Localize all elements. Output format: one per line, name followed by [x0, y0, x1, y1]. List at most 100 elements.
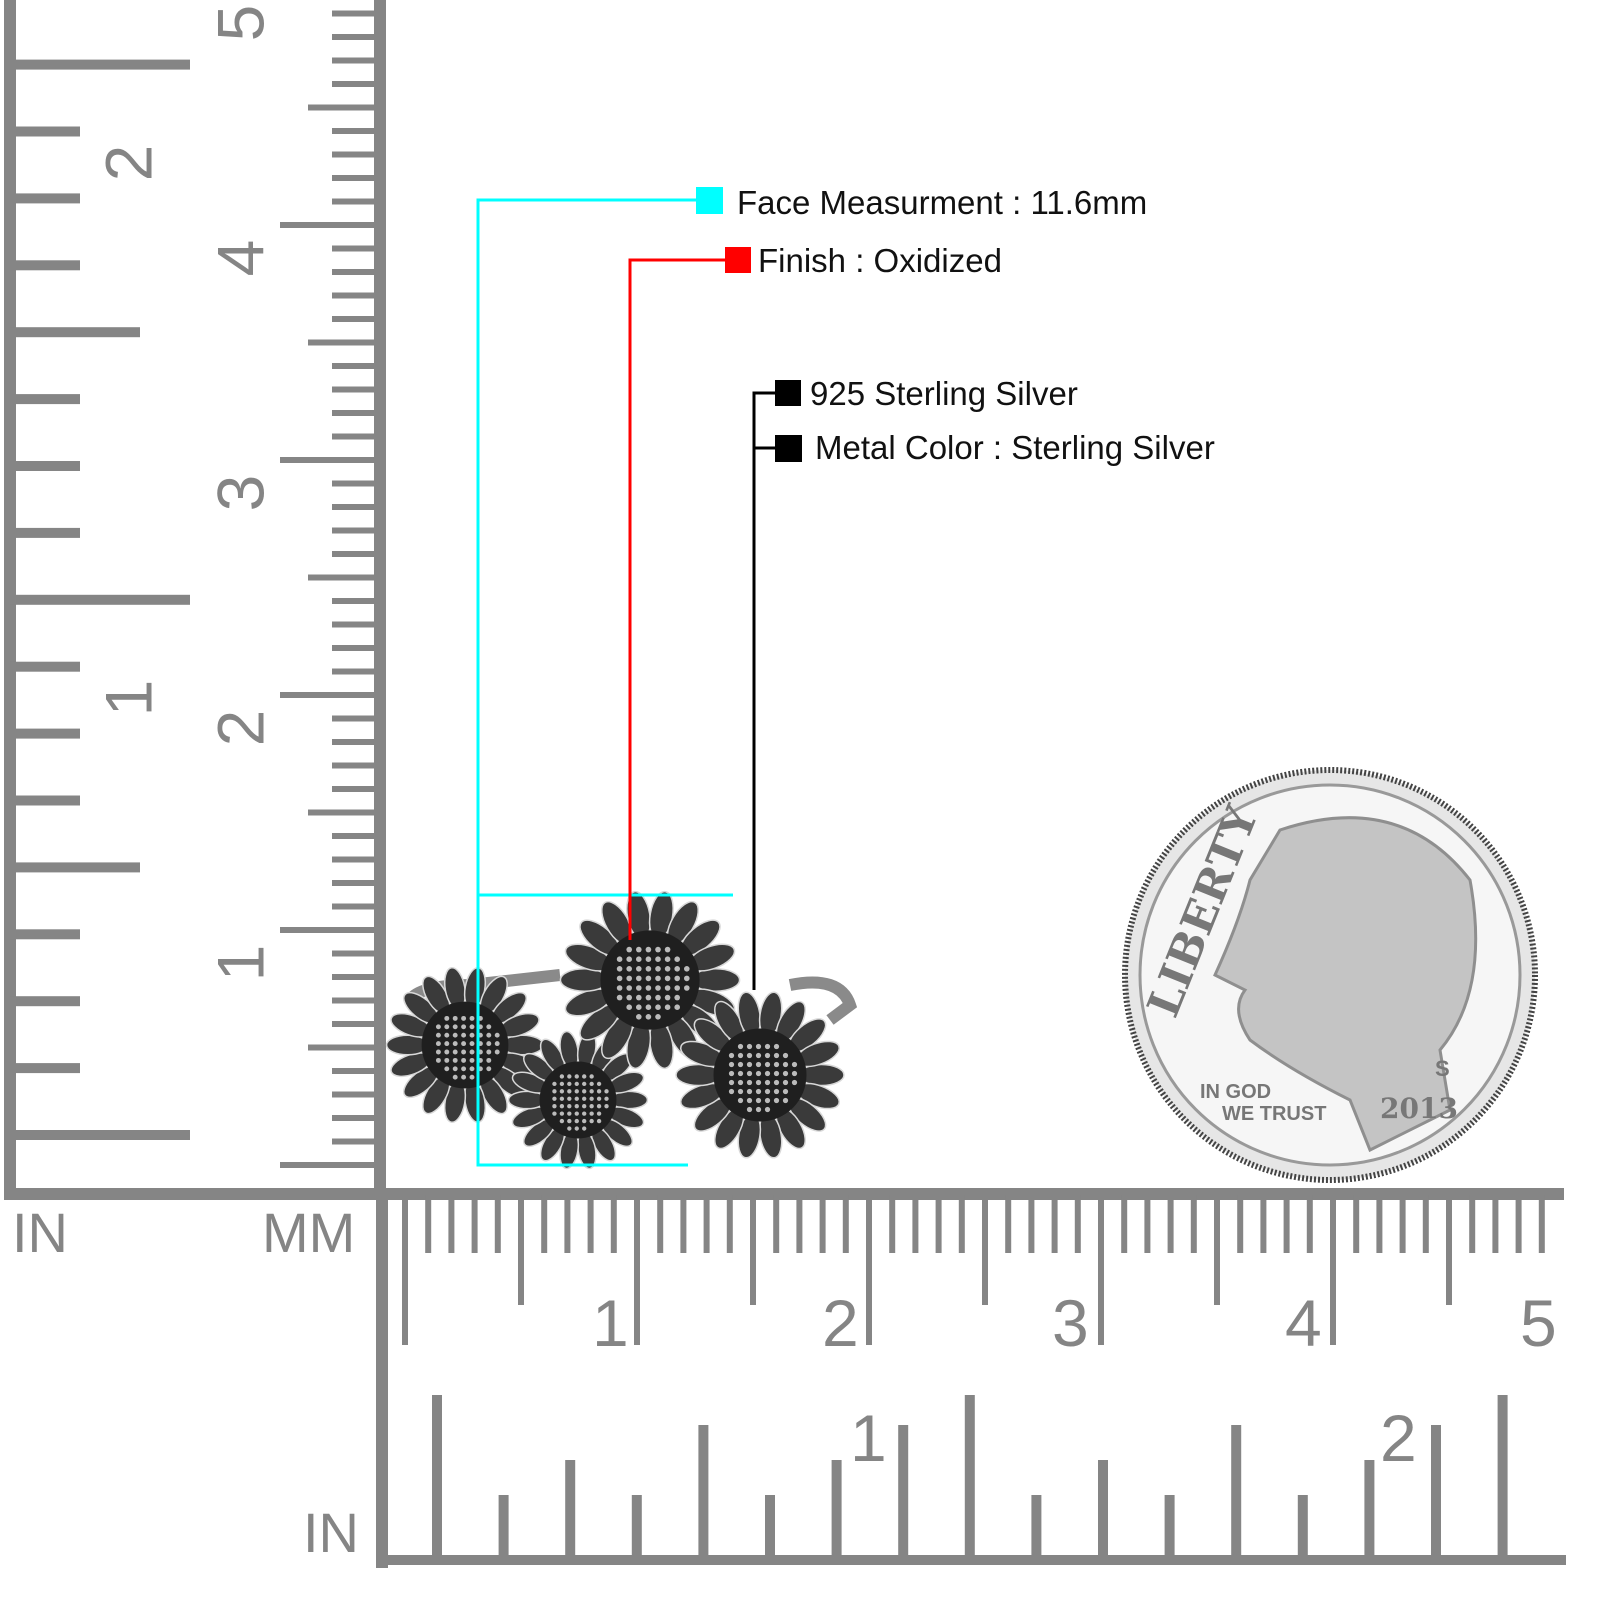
seed-dot — [469, 1066, 475, 1072]
seed-dot — [684, 985, 690, 991]
vertical-mm-tick — [332, 1091, 380, 1098]
vertical-mm-tick — [332, 739, 380, 745]
vertical-mm-tick — [308, 339, 380, 346]
seed-dot — [494, 1032, 500, 1038]
horizontal-inch-tick — [698, 1425, 709, 1555]
horizontal-inch-tick — [831, 1460, 842, 1555]
seed-dot — [574, 1081, 579, 1087]
seed-dot — [574, 1104, 579, 1109]
bottom-ruler-bottom-edge — [376, 1555, 1566, 1565]
seed-dot — [664, 975, 671, 982]
vertical-mm-tick — [332, 715, 380, 722]
seed-dot — [452, 1024, 458, 1030]
seed-dot — [589, 1081, 594, 1087]
horizontal-mm-tick — [494, 1195, 501, 1253]
bottom-ruler-left-edge — [376, 1188, 388, 1568]
vertical-mm-tick — [332, 386, 380, 393]
vertical-mm-label: 3 — [203, 474, 278, 512]
seed-dot — [435, 1032, 441, 1038]
vertical-inch-tick — [10, 59, 190, 70]
horizontal-mm-tick — [1330, 1195, 1336, 1345]
seed-dot — [559, 1074, 565, 1079]
seed-dot — [552, 1089, 557, 1094]
horizontal-mm-tick — [1051, 1195, 1058, 1253]
seed-dot — [574, 1111, 579, 1116]
vertical-mm-tick — [280, 1162, 380, 1168]
seed-dot — [737, 1070, 744, 1077]
seed-dot — [773, 1070, 780, 1077]
seed-dot — [589, 1118, 594, 1124]
seed-dot — [469, 1074, 475, 1080]
seed-dot — [782, 1088, 789, 1095]
vertical-mm-tick — [280, 927, 380, 933]
seed-dot — [674, 994, 680, 1001]
seed-dot — [773, 1088, 780, 1095]
horizontal-mm-tick — [1469, 1195, 1476, 1253]
seed-dot — [655, 985, 661, 991]
seed-dot — [469, 1024, 475, 1030]
horizontal-inch-tick — [498, 1495, 509, 1555]
vertical-inch-tick — [10, 795, 80, 806]
coin-mintmark-text: S — [1435, 1056, 1450, 1081]
horizontal-mm-tick — [866, 1195, 872, 1345]
seed-dot — [655, 966, 661, 972]
seed-dot — [486, 1057, 492, 1063]
seed-dot — [655, 1014, 661, 1020]
horizontal-mm-tick — [1098, 1195, 1104, 1345]
vertical-mm-tick — [332, 668, 380, 675]
seed-dot — [664, 1004, 671, 1010]
horizontal-inch-tick — [432, 1395, 442, 1555]
horizontal-mm-tick — [1422, 1195, 1429, 1253]
horizontal-mm-label: 1 — [592, 1286, 629, 1360]
vertical-mm-tick — [332, 363, 380, 369]
horizontal-mm-tick — [1446, 1195, 1452, 1305]
seed-dot — [764, 1043, 771, 1050]
finish-line — [628, 258, 725, 940]
horizontal-mm-tick — [726, 1195, 733, 1253]
horizontal-mm-tick — [1074, 1195, 1081, 1253]
horizontal-mm-tick — [912, 1195, 919, 1253]
seed-dot — [582, 1096, 587, 1101]
vertical-mm-tick — [332, 269, 380, 275]
vertical-mm-tick — [332, 151, 380, 158]
vertical-inch-tick — [10, 661, 80, 672]
vertical-inch-tick — [10, 126, 80, 137]
horizontal-mm-tick — [1538, 1195, 1545, 1253]
vertical-inch-tick — [10, 1130, 190, 1140]
vertical-mm-tick — [332, 621, 380, 628]
horizontal-mm-tick — [935, 1195, 942, 1253]
seed-dot — [626, 975, 632, 982]
coin-year-text: 2013 — [1380, 1092, 1458, 1125]
seed-dot — [737, 1043, 744, 1050]
seed-dot — [737, 1088, 744, 1095]
vertical-mm-label: 4 — [203, 239, 278, 277]
horizontal-mm-tick — [842, 1195, 849, 1253]
seed-dot — [589, 1104, 594, 1109]
seed-dot — [444, 1066, 450, 1072]
seed-dot — [755, 1070, 762, 1077]
seed-dot — [444, 1057, 450, 1063]
seed-dot — [636, 966, 642, 972]
seed-dot — [494, 1041, 500, 1047]
seed-dot — [755, 1079, 762, 1086]
horizontal-mm-tick — [1283, 1195, 1290, 1253]
seed-dot — [582, 1081, 587, 1087]
vertical-mm-tick — [308, 809, 380, 816]
seed-dot — [616, 956, 623, 962]
seed-dot — [469, 1041, 475, 1047]
horizontal-mm-tick — [1237, 1195, 1244, 1253]
seed-dot — [773, 1061, 780, 1068]
horizontal-mm-tick — [1376, 1195, 1383, 1253]
seed-dot — [645, 966, 652, 972]
seed-dot — [582, 1111, 587, 1116]
vertical-mm-tick — [332, 175, 380, 181]
seed-dot — [737, 1052, 744, 1059]
seed-dot — [574, 1126, 579, 1131]
seed-dot — [435, 1024, 441, 1030]
vertical-mm-tick — [332, 974, 380, 980]
seed-dot — [746, 1061, 753, 1068]
vertical-mm-tick — [332, 903, 380, 910]
horizontal-mm-tick — [1144, 1195, 1151, 1253]
vertical-mm-tick — [332, 128, 380, 134]
seed-dot — [596, 1081, 602, 1087]
